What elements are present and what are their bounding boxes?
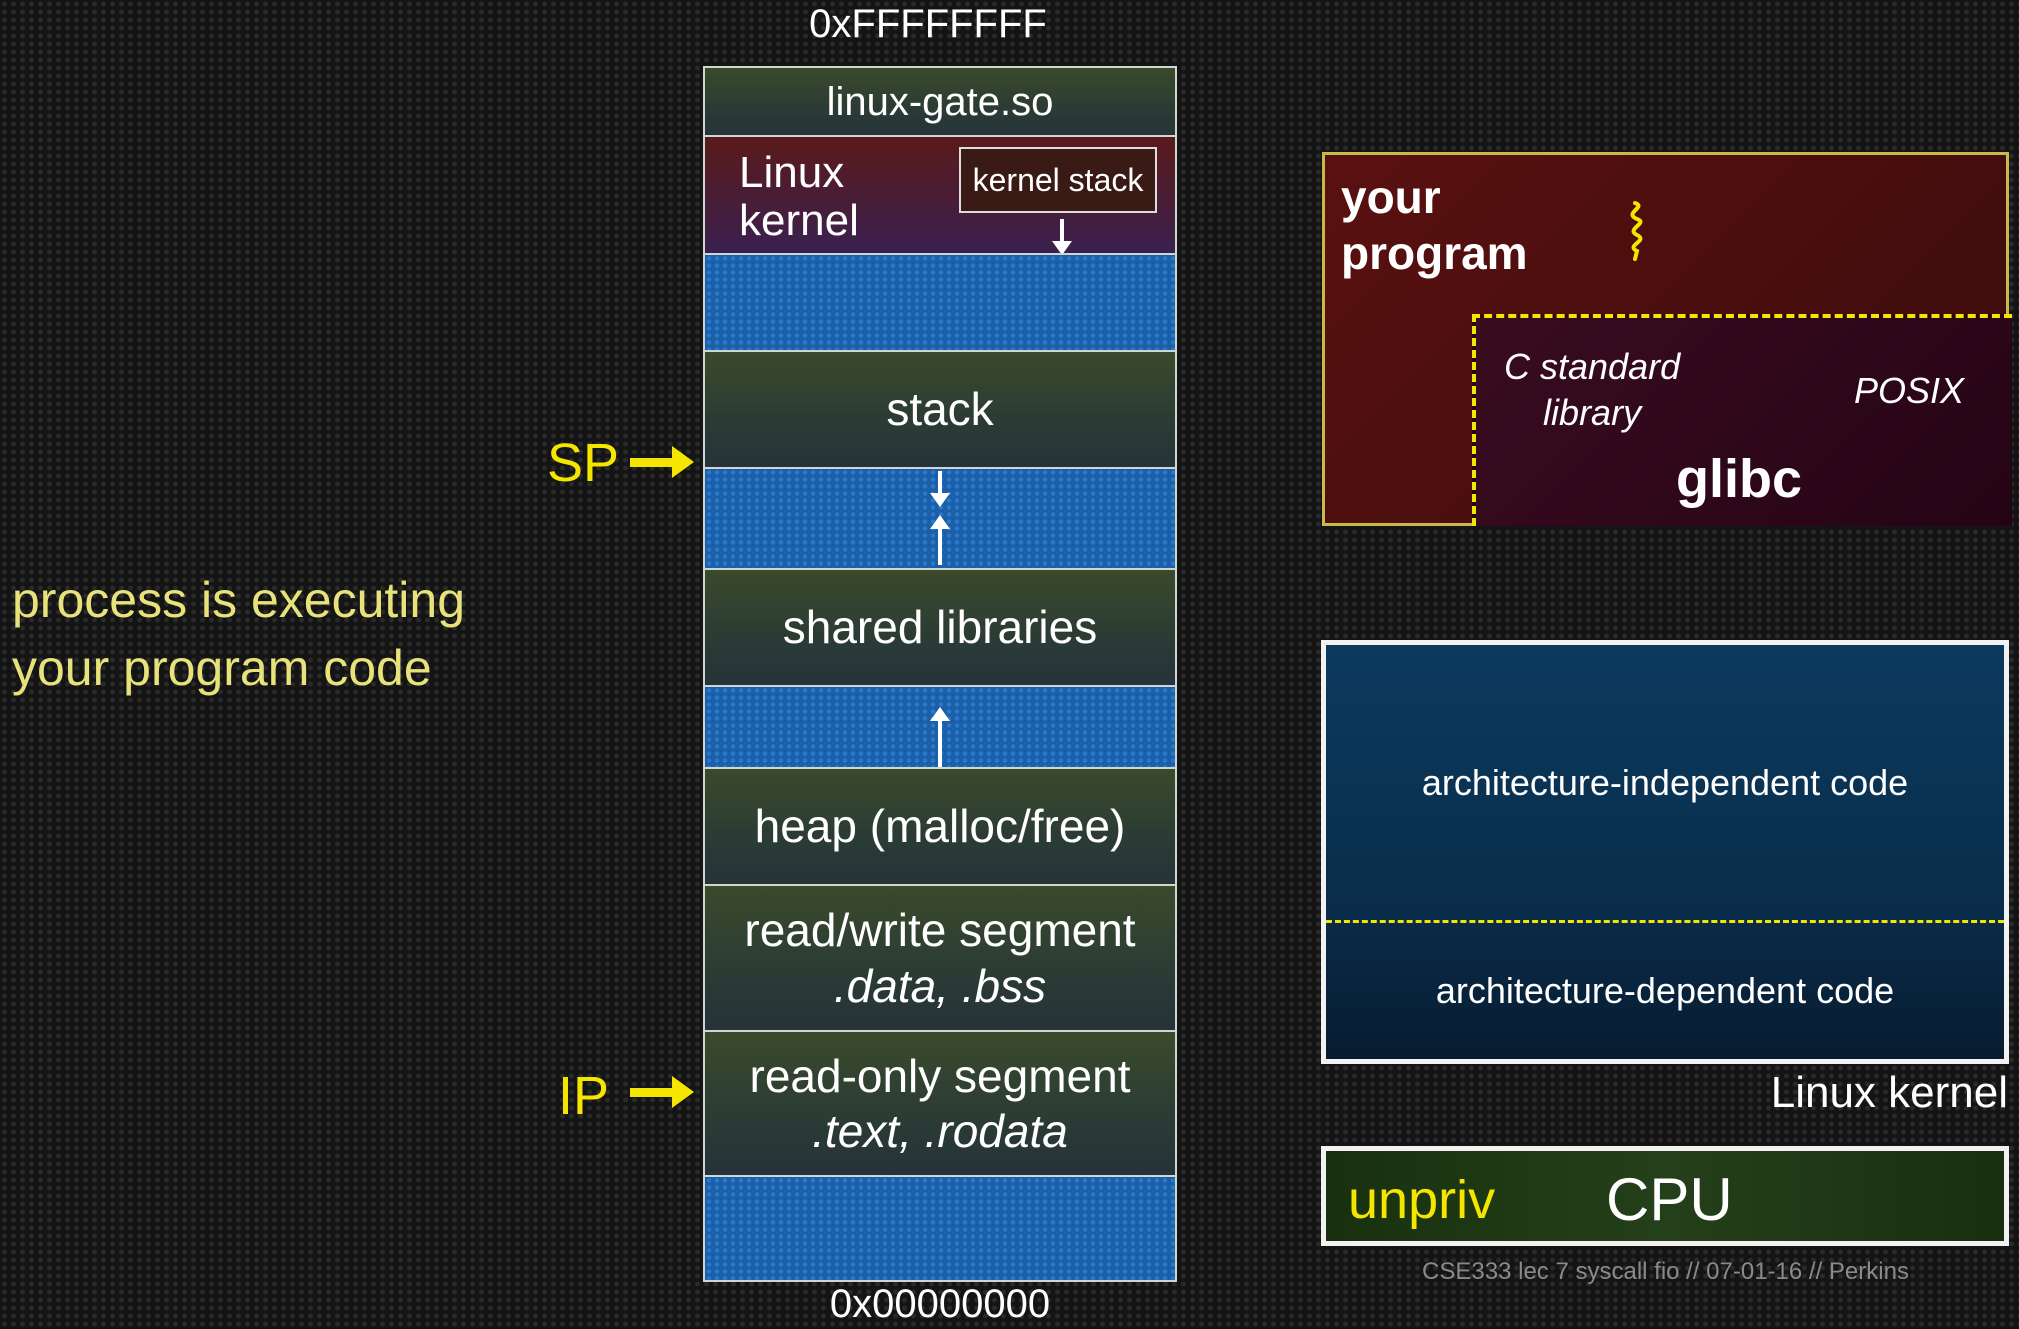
posix-label: POSIX [1854, 370, 1965, 411]
top-address: 0xFFFFFFFF [809, 2, 1047, 46]
ip-arrow-icon [630, 1076, 694, 1108]
ip-label: IP [558, 1066, 610, 1126]
segment-linux-gate: linux-gate.so [703, 66, 1177, 136]
program-box: your program C standard library POSIX gl… [1322, 152, 2012, 526]
kernel-divider [1326, 920, 2004, 923]
segment-read-only-sections: .text, .rodata [812, 1105, 1068, 1157]
sp-label: SP [547, 433, 620, 493]
stack-grow-down-arrow-icon [930, 471, 950, 507]
squiggle-icon [1630, 201, 1643, 261]
glibc-label: glibc [1676, 449, 1803, 509]
cpu-box: unpriv CPU [1321, 1146, 2009, 1246]
arch-dependent-section: architecture-dependent code [1326, 923, 2004, 1059]
heap-grow-up-arrow-icon [930, 707, 950, 767]
program-title: your program [1341, 169, 1528, 281]
c-standard-line-2: library [1543, 392, 1642, 433]
segment-heap-label: heap (malloc/free) [754, 800, 1126, 853]
kernel-stack-box: kernel stack [959, 147, 1157, 213]
segment-read-write: read/write segment .data, .bss [703, 884, 1177, 1031]
kernel-stack-label: kernel stack [972, 161, 1144, 198]
program-title-line-1: your [1341, 171, 1441, 223]
segment-heap: heap (malloc/free) [703, 767, 1177, 885]
caption: process is executing your program code [12, 566, 465, 702]
segment-shared-libraries-label: shared libraries [782, 601, 1098, 654]
caption-line-1: process is executing [12, 572, 466, 628]
segment-free-1 [703, 253, 1177, 351]
segment-free-2 [703, 467, 1177, 569]
arch-independent-section: architecture-independent code [1326, 645, 2004, 920]
segment-linux-kernel-label: Linux kernel [739, 148, 859, 246]
program-title-line-2: program [1341, 227, 1528, 279]
c-standard-library: C standard library [1504, 344, 1680, 436]
arch-independent-label: architecture-independent code [1421, 761, 1909, 803]
segment-stack: stack [703, 350, 1177, 468]
caption-line-2: your program code [12, 640, 432, 696]
segment-shared-libraries: shared libraries [703, 568, 1177, 686]
segment-read-write-sections: .data, .bss [833, 959, 1047, 1012]
segment-read-only-label: read-only segment [749, 1049, 1131, 1102]
sp-arrow-icon [630, 446, 694, 478]
segment-free-3 [703, 685, 1177, 768]
cpu-label: CPU [1606, 1166, 1733, 1233]
kernel-stack-down-arrow-icon [1052, 219, 1072, 255]
segment-linux-kernel: Linux kernel kernel stack [703, 135, 1177, 255]
segment-free-4 [703, 1175, 1177, 1282]
bottom-address: 0x00000000 [829, 1282, 1051, 1326]
kernel-label: Linux kernel [1770, 1068, 2008, 1117]
segment-stack-label: stack [886, 383, 994, 436]
segment-linux-gate-label: linux-gate.so [826, 80, 1054, 124]
cpu-mode-label: unpriv [1348, 1170, 1496, 1230]
glibc-box: C standard library POSIX glibc [1472, 314, 2012, 526]
segment-read-write-label: read/write segment [744, 904, 1136, 957]
libs-grow-up-arrow-icon [930, 515, 950, 565]
arch-dependent-label: architecture-dependent code [1435, 970, 1895, 1011]
c-standard-line-1: C standard [1504, 346, 1681, 387]
kernel-box: architecture-independent code architectu… [1321, 640, 2009, 1064]
segment-read-only: read-only segment .text, .rodata [703, 1030, 1177, 1176]
footer: CSE333 lec 7 syscall fio // 07-01-16 // … [1422, 1258, 1909, 1285]
